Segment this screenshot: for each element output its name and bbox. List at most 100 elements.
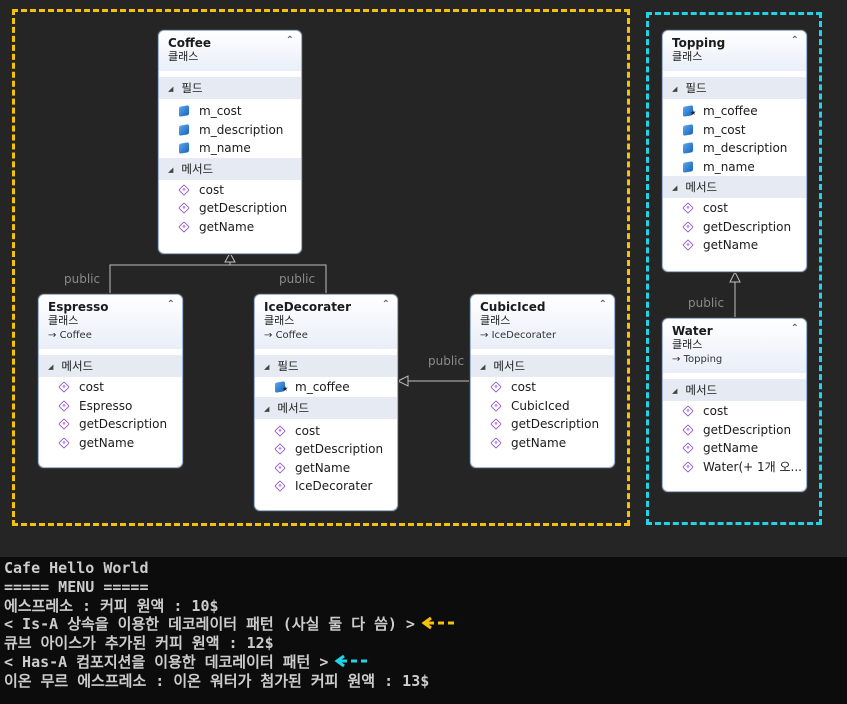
field-name: m_cost <box>703 122 746 137</box>
method-row[interactable]: getDescription <box>663 218 806 237</box>
method-row[interactable]: getName <box>471 434 614 453</box>
method-name: getDescription <box>511 417 600 431</box>
console-line: Cafe Hello World <box>4 559 149 577</box>
edge-label-icedecorater: public <box>279 272 316 286</box>
section-label: 메서드 <box>181 161 214 176</box>
expand-triangle-icon: ◢ <box>48 363 54 371</box>
fields-section[interactable]: ◢필드 <box>159 77 301 99</box>
class-kind: 클래스 <box>168 50 199 63</box>
method-row[interactable]: getDescription <box>471 415 614 434</box>
class-coffee[interactable]: Coffee 클래스 ⌃ ◢필드 m_cost m_description m_… <box>158 30 302 254</box>
field-icon <box>683 142 693 154</box>
methods-section[interactable]: ◢ 메서드 <box>663 176 806 198</box>
method-name: getName <box>295 460 351 475</box>
field-row[interactable]: m_description <box>663 139 806 158</box>
section-label: 필드 <box>685 81 707 95</box>
expand-triangle-icon: ◢ <box>264 363 270 371</box>
field-name: m_cost <box>199 104 242 118</box>
method-name: getDescription <box>79 417 168 431</box>
field-icon <box>683 105 693 117</box>
fields-section[interactable]: ◢ 필드 <box>255 355 397 377</box>
field-row[interactable]: m_name <box>159 139 301 158</box>
field-row[interactable]: m_description <box>159 121 301 140</box>
class-kind: 클래스 <box>672 338 703 351</box>
class-icedecorater[interactable]: IceDecorater 클래스 → Coffee ⌃ ◢필드 m_coffee… <box>254 294 398 511</box>
method-row[interactable]: cost <box>159 181 301 200</box>
method-icon <box>58 381 70 393</box>
expand-triangle-icon: ◢ <box>480 363 486 371</box>
method-row[interactable]: cost <box>255 422 397 441</box>
is-a-region-outline <box>12 9 630 526</box>
methods-section[interactable]: ◢ 메서드 <box>471 355 614 377</box>
class-water[interactable]: Water 클래스 → Topping ⌃ ◢메서드 cost getDescr… <box>662 318 807 492</box>
method-icon <box>274 424 286 437</box>
method-row[interactable]: getDescription <box>159 199 301 218</box>
method-row[interactable]: IceDecorater <box>255 477 397 496</box>
class-parent: → IceDecorater <box>480 330 557 341</box>
parent-name: Topping <box>683 354 723 365</box>
field-row[interactable]: m_name <box>663 158 806 177</box>
console-line: ===== MENU ===== <box>4 578 149 596</box>
method-name: getName <box>511 435 567 450</box>
section-label: 필드 <box>277 359 299 373</box>
method-row[interactable]: getName <box>159 218 301 237</box>
console-line-is-a: < Is-A 상속을 이용한 데코레이터 패턴 (사실 둘 다 씀) > <box>4 615 455 634</box>
expand-triangle-icon: ◢ <box>672 184 678 192</box>
method-row[interactable]: getName <box>663 236 806 255</box>
class-topping[interactable]: Topping 클래스 ⌃ ◢필드 m_coffee m_cost m_desc… <box>662 30 807 272</box>
field-name: m_description <box>199 122 284 137</box>
method-row[interactable]: cost <box>663 402 806 421</box>
class-kind: 클래스 <box>48 314 79 327</box>
collapse-icon[interactable]: ⌃ <box>285 35 294 46</box>
field-row[interactable]: m_cost <box>663 121 806 140</box>
field-icon <box>179 105 189 117</box>
collapse-icon[interactable]: ⌃ <box>381 299 390 310</box>
class-parent: → Topping <box>672 354 723 365</box>
fields-section[interactable]: ◢필드 <box>663 77 806 99</box>
methods-section[interactable]: ◢메서드 <box>159 157 301 180</box>
method-row[interactable]: getName <box>255 459 397 478</box>
console-line-text: < Has-A 컴포지션을 이용한 데코레이터 패턴 > <box>4 653 329 671</box>
methods-section[interactable]: ◢메서드 <box>255 396 397 419</box>
method-name: getDescription <box>199 201 288 215</box>
method-row[interactable]: CubicIced <box>471 397 614 416</box>
edge-label-cubiciced: public <box>428 354 465 368</box>
method-icon <box>682 405 694 417</box>
method-row[interactable]: Water(+ 1개 오... <box>663 458 806 477</box>
collapse-icon[interactable]: ⌃ <box>166 299 175 310</box>
class-cubiciced[interactable]: CubicIced 클래스 → IceDecorater ⌃ ◢ 메서드 cost… <box>470 294 615 468</box>
method-name: cost <box>511 380 536 394</box>
left-arrow-icon-cyan <box>334 654 368 668</box>
console-line-has-a: < Has-A 컴포지션을 이용한 데코레이터 패턴 > <box>4 653 368 672</box>
method-icon <box>682 202 694 214</box>
method-row[interactable]: cost <box>471 378 614 397</box>
method-row[interactable]: getDescription <box>255 440 397 459</box>
method-row[interactable]: Espresso <box>39 397 182 416</box>
field-name: m_coffee <box>703 104 758 118</box>
method-name: getDescription <box>703 219 792 234</box>
section-label: 필드 <box>181 81 203 95</box>
collapse-icon[interactable]: ⌃ <box>790 323 799 334</box>
method-row[interactable]: cost <box>39 378 182 397</box>
class-espresso[interactable]: Espresso 클래스 → Coffee ⌃ ◢메서드 cost Espres… <box>38 294 183 468</box>
method-icon <box>178 183 190 196</box>
method-name: CubicIced <box>511 398 570 413</box>
class-kind: 클래스 <box>480 314 511 327</box>
collapse-icon[interactable]: ⌃ <box>790 35 799 46</box>
class-name: Water <box>672 324 713 338</box>
field-row[interactable]: m_coffee <box>663 102 806 121</box>
method-row[interactable]: cost <box>663 199 806 218</box>
expand-triangle-icon: ◢ <box>672 387 678 395</box>
field-row[interactable]: m_cost <box>159 102 301 121</box>
section-label: 메서드 <box>493 359 526 373</box>
methods-section[interactable]: ◢메서드 <box>39 355 182 377</box>
section-label: 메서드 <box>685 180 718 194</box>
method-row[interactable]: getName <box>39 434 182 453</box>
collapse-icon[interactable]: ⌃ <box>598 299 607 310</box>
method-row[interactable]: getDescription <box>39 415 182 434</box>
methods-section[interactable]: ◢메서드 <box>663 379 806 401</box>
method-row[interactable]: getDescription <box>663 421 806 440</box>
method-name: cost <box>295 423 320 438</box>
field-row[interactable]: m_coffee <box>255 378 397 397</box>
method-row[interactable]: getName <box>663 439 806 458</box>
